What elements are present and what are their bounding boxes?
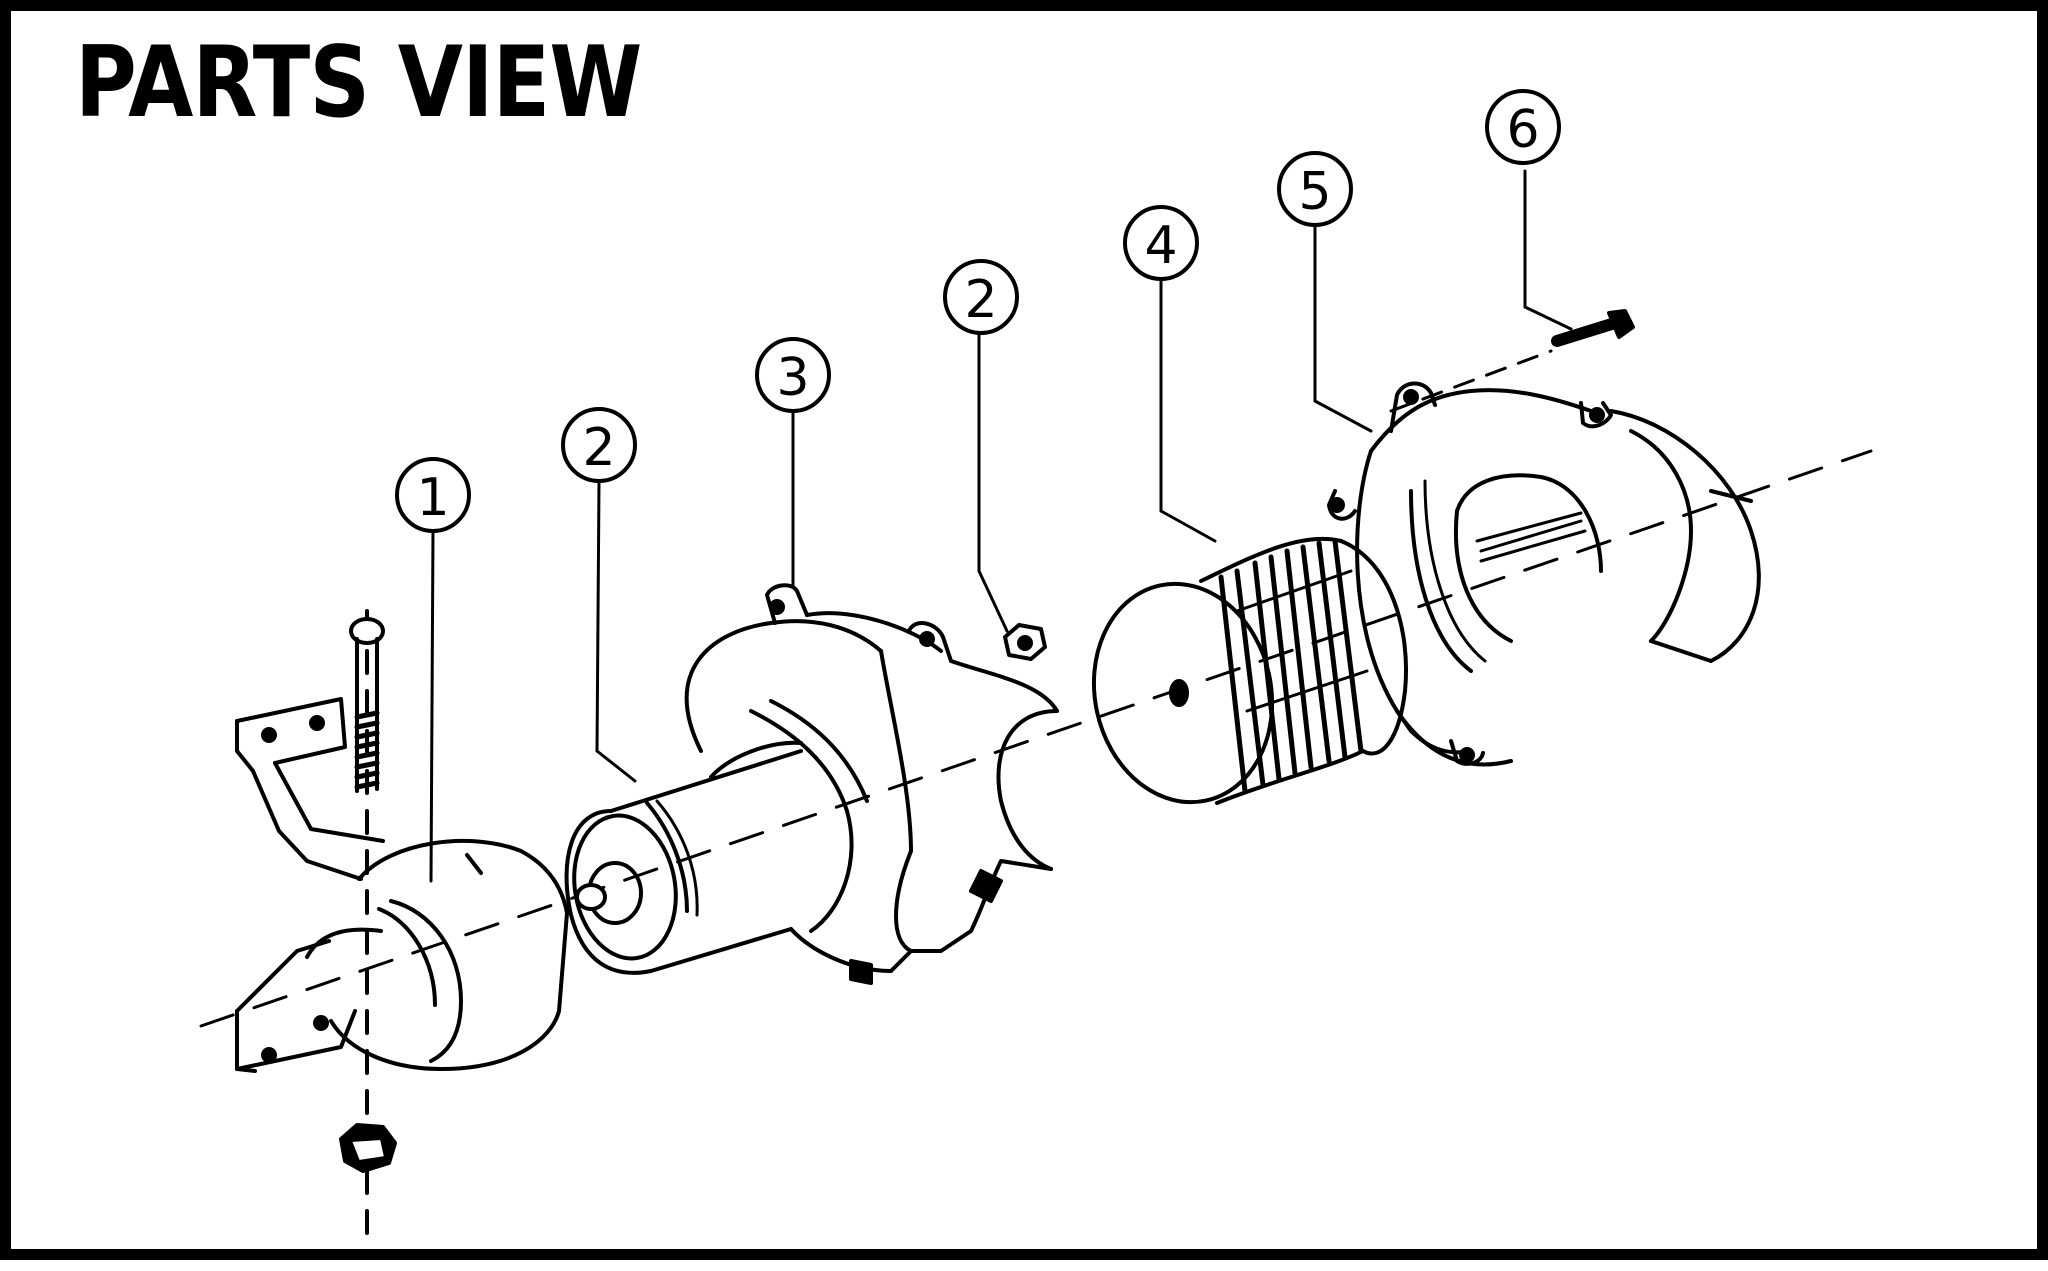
callout-label: 2: [582, 418, 615, 478]
page-title: PARTS VIEW: [75, 26, 642, 140]
callout-part-1: 1: [395, 457, 471, 533]
callout-part-5: 5: [1277, 151, 1353, 227]
blower-housing-rear: [1327, 381, 1761, 767]
fan-wheel: [1091, 536, 1408, 805]
screw-axis-line: [1389, 349, 1553, 413]
callout-label: 3: [776, 348, 809, 408]
callout-label: 1: [416, 468, 449, 528]
exploded-parts-diagram: 1 2 3 2 4 5 6: [199, 89, 1873, 1243]
mounting-bracket: [235, 697, 569, 1073]
hex-nut: [339, 1123, 397, 1173]
callout-part-3: 3: [755, 337, 831, 413]
callout-part-2-left: 2: [561, 407, 637, 483]
small-nut: [1003, 623, 1047, 661]
assembly-axis-line: [199, 449, 1873, 1028]
carriage-bolt: [349, 617, 385, 793]
callout-label: 4: [1144, 216, 1177, 276]
callout-part-2-right: 2: [943, 259, 1019, 335]
callout-part-6: 6: [1485, 89, 1561, 165]
blower-motor: [564, 740, 803, 975]
callout-part-4: 4: [1123, 205, 1199, 281]
callout-label: 2: [964, 270, 997, 330]
blower-housing-front: [684, 583, 1059, 985]
callout-label: 6: [1506, 100, 1539, 160]
callout-label: 5: [1298, 162, 1331, 222]
mounting-screw: [1551, 309, 1635, 347]
callout-leaders: [429, 169, 1573, 883]
